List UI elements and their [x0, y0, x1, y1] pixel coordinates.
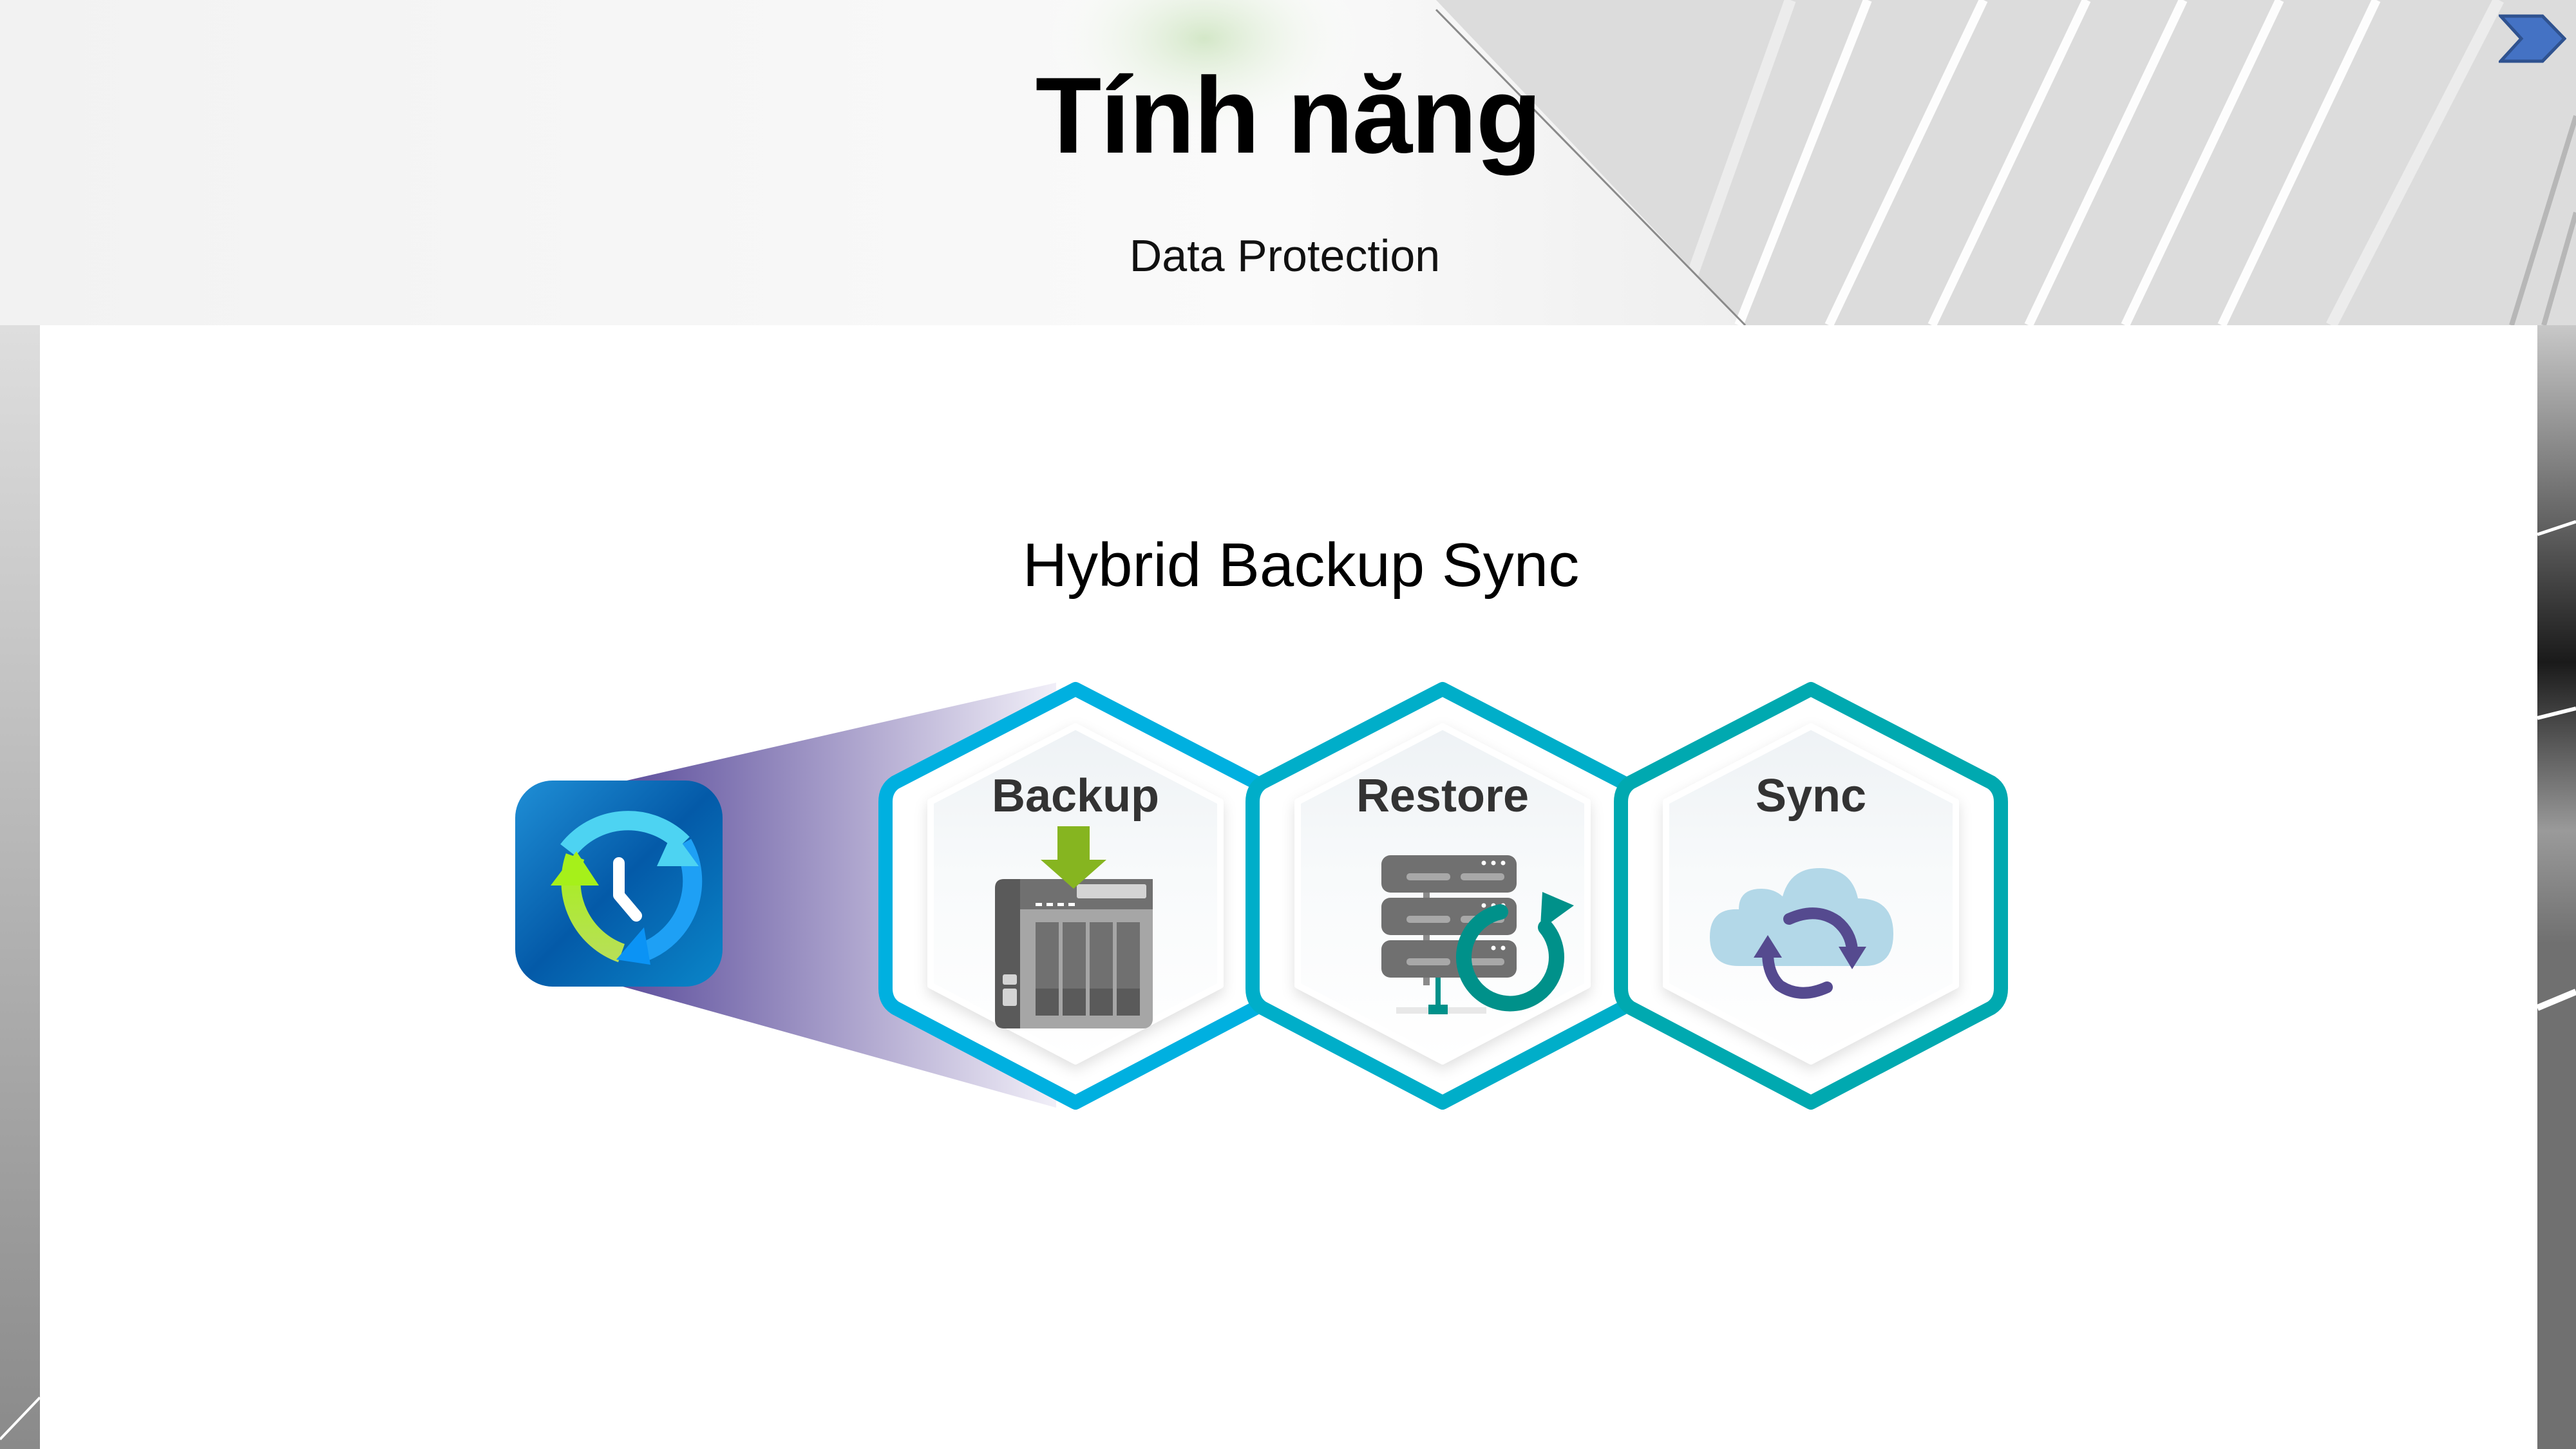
feature-label-sync: Sync: [1755, 770, 1867, 822]
feature-restore[interactable]: [1245, 682, 1640, 1110]
slide-subtitle: Data Protection: [1129, 231, 1441, 281]
slide-title: Tính năng: [1035, 55, 1542, 176]
feature-backup[interactable]: [878, 682, 1273, 1110]
feature-label-backup: Backup: [991, 770, 1160, 822]
feature-sync[interactable]: [1614, 682, 2008, 1110]
server-restore-icon: [1381, 855, 1574, 1014]
nas-download-icon: [995, 826, 1153, 1028]
next-slide-button[interactable]: [2499, 14, 2566, 63]
feature-label-restore: Restore: [1356, 770, 1530, 822]
section-heading: Hybrid Backup Sync: [1022, 531, 1580, 600]
cloud-sync-icon: [1710, 868, 1893, 999]
hybrid-backup-sync-app-icon[interactable]: [515, 781, 723, 987]
chevron-right-icon: [2499, 14, 2566, 63]
hybrid-backup-sync-clock-icon: [551, 811, 703, 965]
